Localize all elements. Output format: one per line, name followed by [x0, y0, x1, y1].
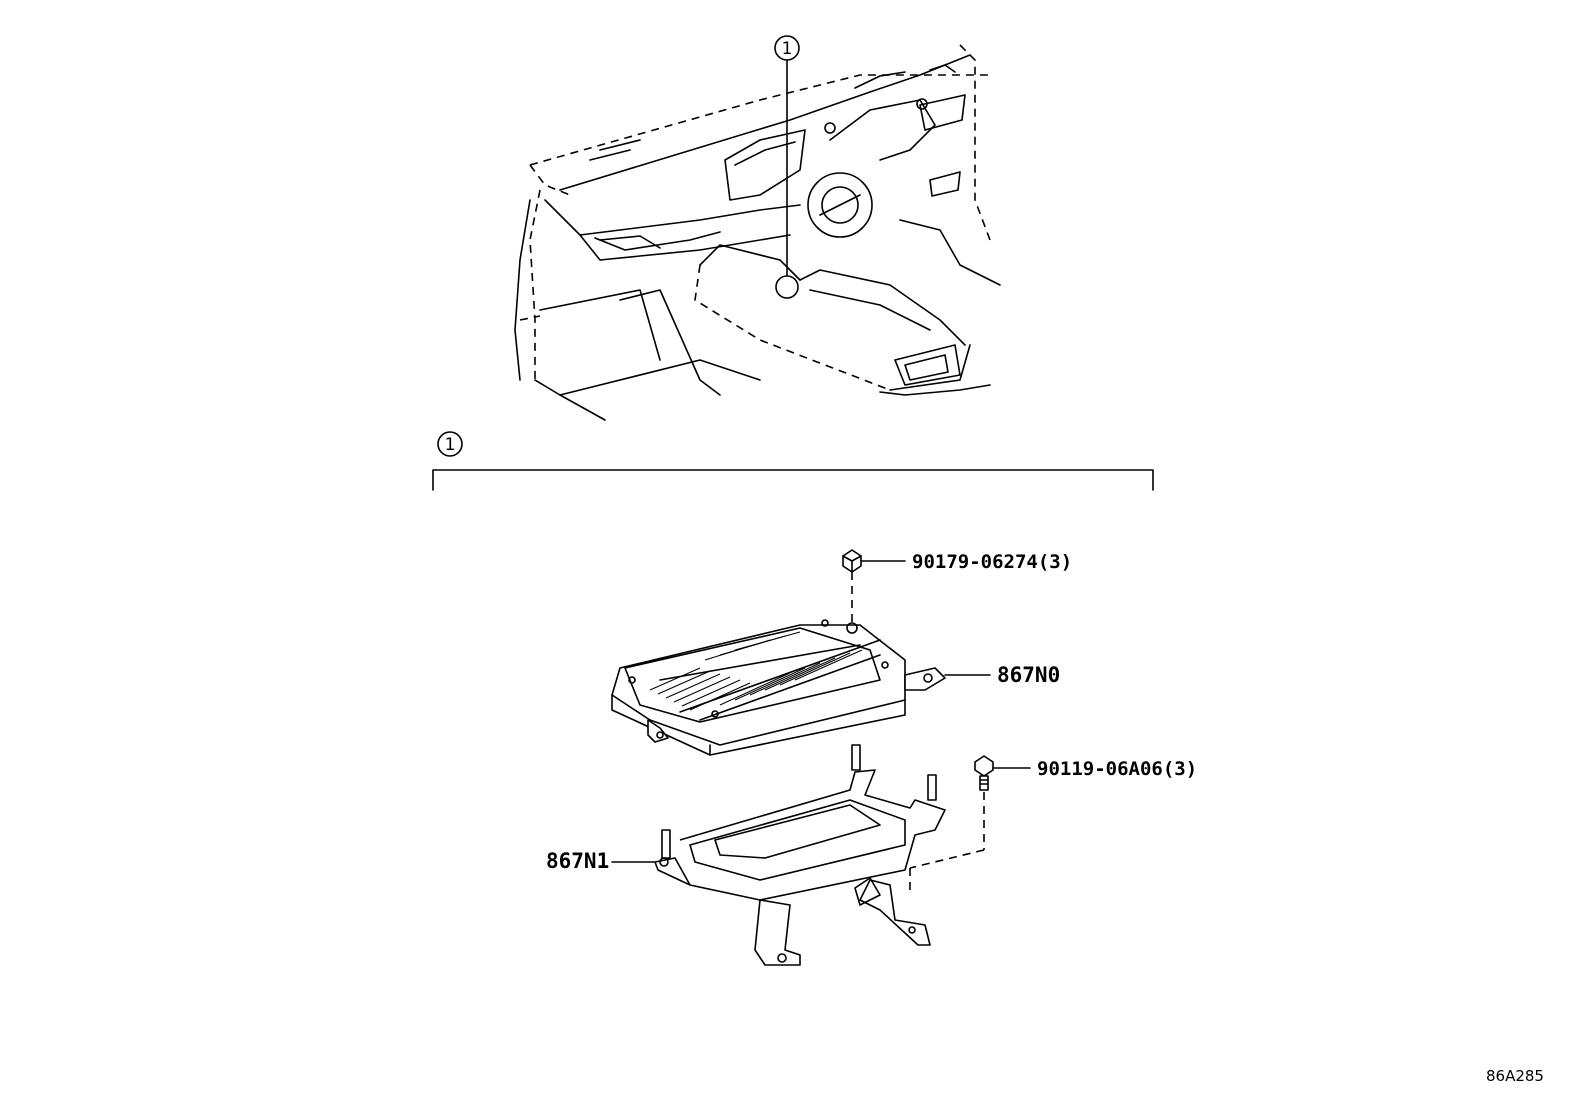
bolt-part-drawing: [909, 755, 1031, 890]
overview-callout-number: 1: [782, 39, 793, 59]
dashboard-overview-illustration: [514, 44, 1001, 421]
bracket-part-drawing: [611, 744, 946, 966]
ecu-location-marker: [775, 275, 799, 299]
illustration-code: 86A285: [1486, 1067, 1544, 1085]
detail-callout-number: 1: [445, 435, 456, 455]
bolt-part-number: 90119-06A06(3): [1037, 758, 1197, 780]
nut-part-drawing: [842, 549, 906, 625]
overview-callout: 1: [774, 35, 800, 61]
detail-section-bracket: [432, 469, 1154, 491]
ecu-part-drawing: [611, 619, 991, 756]
nut-part-number: 90179-06274(3): [912, 551, 1072, 573]
detail-callout: 1: [437, 431, 463, 457]
bracket-part-number: 867N1: [546, 849, 609, 873]
ecu-part-number: 867N0: [997, 663, 1060, 687]
